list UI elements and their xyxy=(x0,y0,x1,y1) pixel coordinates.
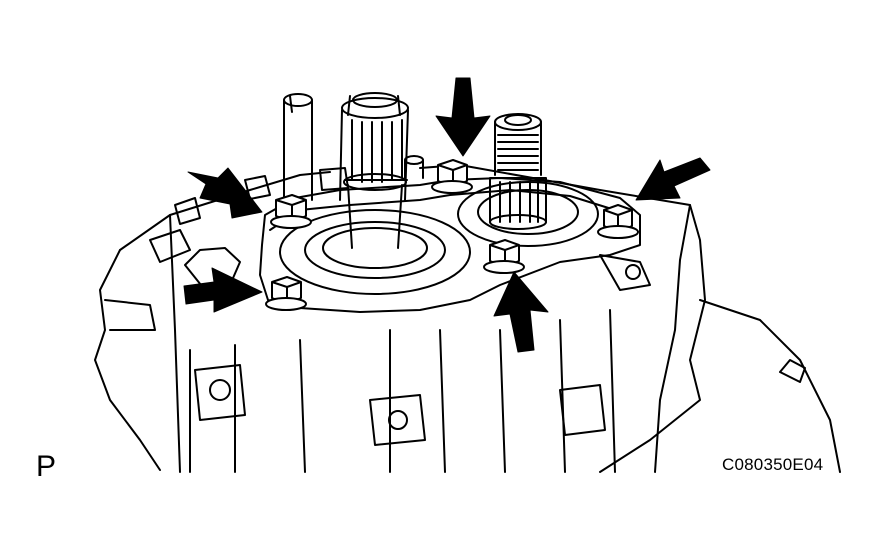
arrow-lower-left-bolt xyxy=(183,267,263,313)
guide-pin xyxy=(283,93,313,201)
arrow-top-center-bolt xyxy=(435,77,491,157)
upper-left-bolt xyxy=(270,194,312,229)
transmission-case xyxy=(94,164,841,473)
right-bolt xyxy=(597,204,639,239)
lower-left-bolt xyxy=(265,276,307,311)
bearing-retainer-plate xyxy=(259,177,641,313)
bottom-center-bolt xyxy=(483,239,525,274)
figure-code: C080350E04 xyxy=(722,455,824,474)
arrow-right-bolt xyxy=(635,157,711,201)
output-shaft xyxy=(489,113,547,230)
input-shaft xyxy=(339,92,409,249)
arrow-upper-left-bolt xyxy=(187,167,263,219)
top-center-bolt xyxy=(431,159,473,194)
arrow-bottom-center-bolt xyxy=(493,271,549,353)
small-shaft-stub xyxy=(404,155,424,179)
corner-letter: P xyxy=(36,450,57,483)
